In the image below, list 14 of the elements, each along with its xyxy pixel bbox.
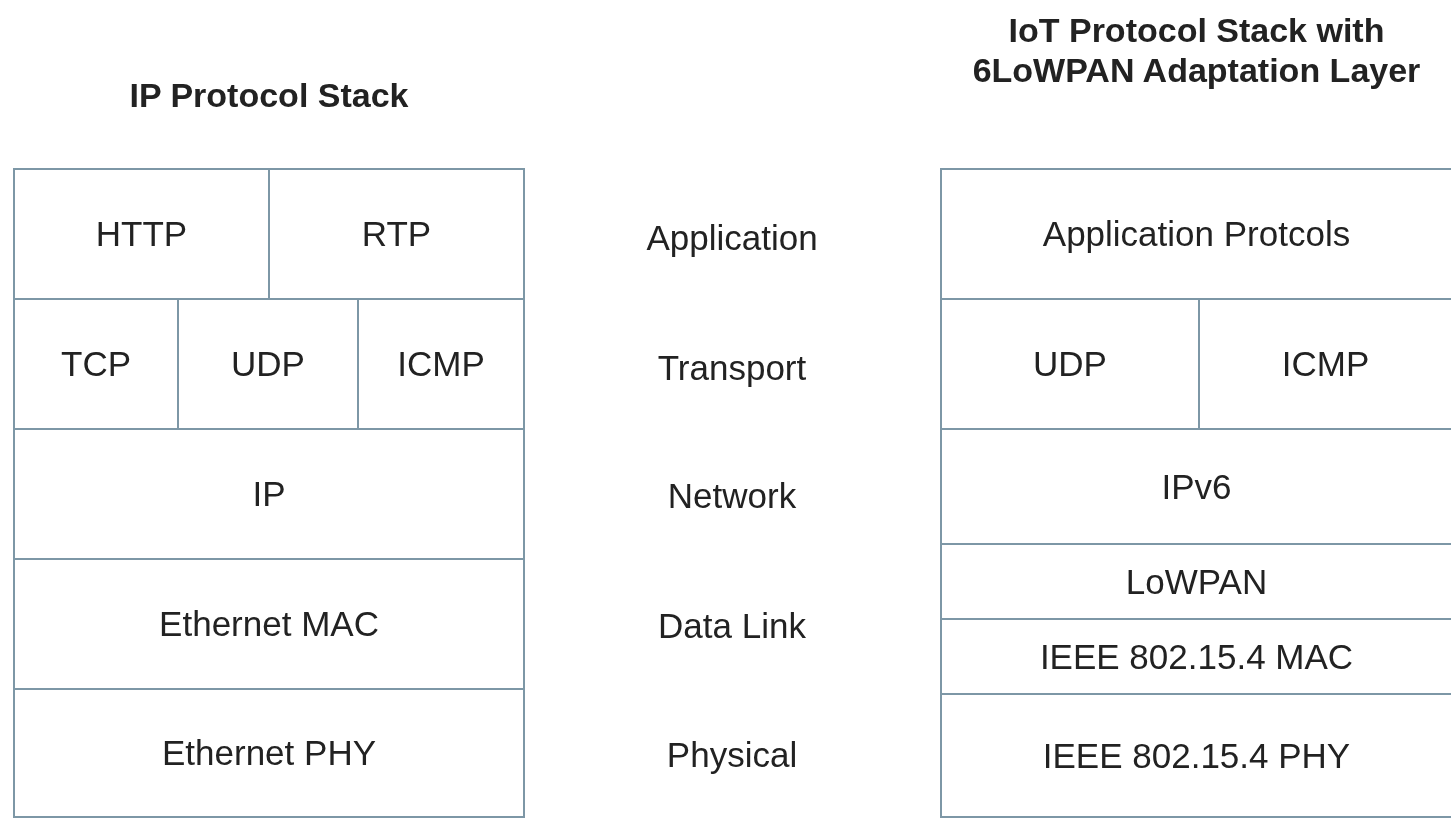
protocol-layer-box: Ethernet PHY	[13, 688, 525, 818]
protocol-layer-box: Ethernet MAC	[13, 558, 525, 690]
osi-layer-name: Physical	[665, 735, 799, 775]
stack-title: IoT Protocol Stack with 6LoWPAN Adaptation Layer	[971, 10, 1422, 90]
osi-layer-name: Application	[645, 218, 819, 258]
protocol-layer-box: IEEE 802.15.4 PHY	[940, 693, 1451, 818]
osi-layer-name: Network	[666, 476, 798, 516]
protocol-layer-box: IP	[13, 428, 525, 560]
protocol-layer-box: Application Protcols	[940, 168, 1451, 300]
osi-layer-name: Data Link	[657, 606, 807, 646]
osi-layer-name: Transport	[656, 348, 808, 388]
protocol-layer-box: HTTP	[13, 168, 270, 300]
stack-title: IP Protocol Stack	[128, 75, 410, 115]
protocol-layer-box: RTP	[268, 168, 525, 300]
